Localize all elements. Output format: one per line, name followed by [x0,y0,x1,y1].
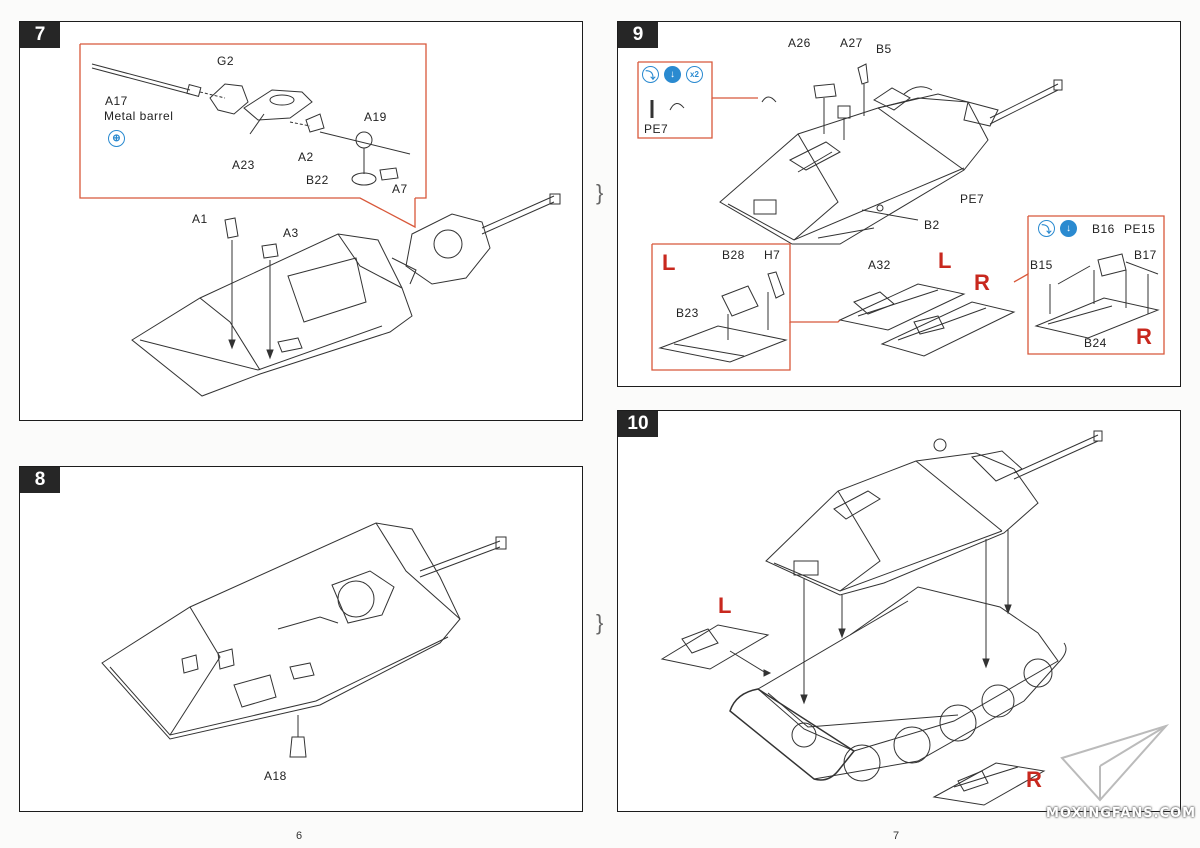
page-gutter-mark: } [596,610,604,635]
part-label-pe15: PE15 [1124,222,1156,236]
step-number: 7 [20,22,60,48]
part-label-a18: A18 [264,769,287,783]
part-label-pe7: PE7 [960,192,985,206]
step-7-drawing [20,22,582,420]
part-label-b28: B28 [722,248,745,262]
part-label-a2: A2 [298,150,314,164]
page-gutter-mark: } [596,180,604,205]
part-label-h7: H7 [764,248,781,262]
fold-down-icon: ↓ [1060,220,1077,237]
part-label-b15: B15 [1030,258,1053,272]
part-label-b2: B2 [924,218,940,232]
part-label-b16: B16 [1092,222,1115,236]
bend-pe-icon: ⤵ [642,66,659,83]
step-7-panel: 7 [19,21,583,421]
part-label-a1: A1 [192,212,208,226]
part-label-a3: A3 [283,226,299,240]
part-label-a7: A7 [392,182,408,196]
watermark-text: MOXINGFANS.COM [1046,806,1197,821]
drill-hole-icon: ⊕ [108,130,125,147]
page-number-left: 6 [296,830,303,842]
step-10-panel: 10 [617,410,1181,812]
bend-pe-icon: ⤵ [1038,220,1055,237]
step-8-drawing [20,467,582,811]
step-number: 9 [618,22,658,48]
page-number-right: 7 [893,830,900,842]
left-side-callout-mark: L [662,250,676,275]
left-side-mark: L [938,248,952,273]
part-label-b17: B17 [1134,248,1157,262]
part-label-a19: A19 [364,110,387,124]
part-label-a26: A26 [788,36,811,50]
fold-down-icon: ↓ [664,66,681,83]
part-label-a27: A27 [840,36,863,50]
part-label-b5: B5 [876,42,892,56]
part-label-b24: B24 [1084,336,1107,350]
left-side-mark: L [718,593,732,618]
part-label-pe7-callout: PE7 [644,122,669,136]
part-label-a17: A17 [105,94,128,108]
right-side-callout-mark: R [1136,324,1152,349]
step-number: 8 [20,467,60,493]
part-label-a23: A23 [232,158,255,172]
part-label-g2: G2 [217,54,235,68]
step-10-drawing [618,411,1180,811]
step-9-drawing [618,22,1180,386]
right-side-mark: R [974,270,990,295]
part-label-a32: A32 [868,258,891,272]
step-8-panel: 8 A18 [19,466,583,812]
step-9-panel: 9 [617,21,1181,387]
repeat-x2-icon: x2 [686,66,703,83]
step-number: 10 [618,411,658,437]
part-label-b22: B22 [306,173,329,187]
part-label-b23: B23 [676,306,699,320]
right-side-mark: R [1026,767,1042,792]
metal-barrel-label: Metal barrel [104,109,174,123]
